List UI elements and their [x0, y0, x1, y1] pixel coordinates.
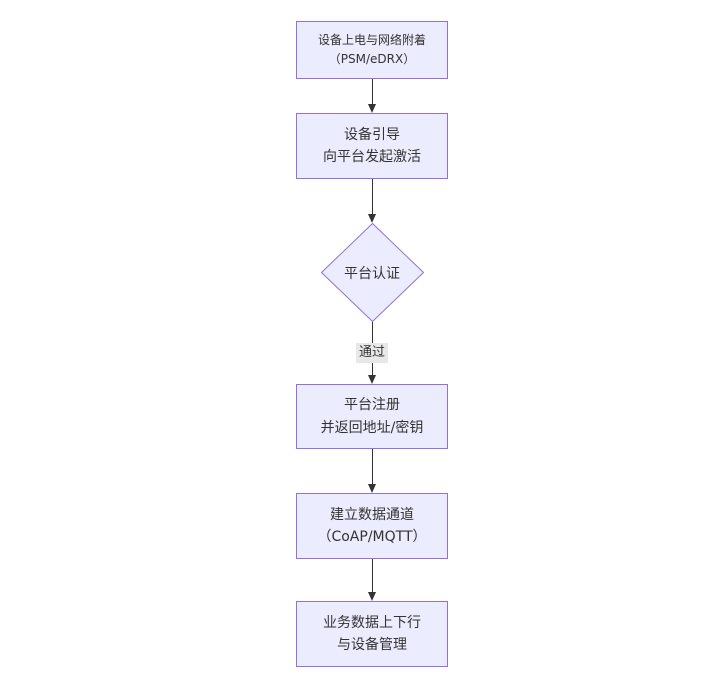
edge-arrow-a-b [367, 79, 377, 113]
edge-arrow-d-e [367, 449, 377, 493]
edge-line [371, 449, 373, 485]
node-label-line: （CoAP/MQTT） [317, 529, 427, 545]
node-label-line: 设备引导 [344, 126, 400, 143]
edge-line [371, 179, 373, 215]
edge-arrow-e-f [367, 559, 377, 601]
arrowhead-icon [368, 104, 376, 113]
edge-line [371, 79, 373, 105]
edge-line [371, 559, 373, 593]
node-label-line: 并返回地址/密钥 [320, 419, 424, 436]
diamond-shape [320, 223, 424, 322]
node-label-line: 与设备管理 [337, 637, 407, 653]
arrowhead-icon [368, 484, 376, 493]
node-device-power-network-attach: 设备上电与网络附着 （PSM/eDRX） [296, 21, 448, 79]
flowchart-column: 设备上电与网络附着 （PSM/eDRX） 设备引导 向平台发起激活 平台认证 通… [292, 21, 452, 667]
node-platform-authentication: 平台认证 [320, 223, 424, 322]
arrowhead-icon [368, 375, 376, 384]
edge-label-pass: 通过 [355, 343, 389, 364]
arrowhead-icon [368, 592, 376, 601]
node-label-line: 平台注册 [344, 397, 400, 414]
node-establish-data-channel: 建立数据通道 （CoAP/MQTT） [296, 493, 448, 559]
node-label-line: 设备上电与网络附着 [317, 33, 426, 48]
arrowhead-icon [368, 214, 376, 223]
node-business-data-device-management: 业务数据上下行 与设备管理 [296, 601, 448, 667]
node-label-line: 平台认证 [344, 265, 400, 282]
edge-arrow-b-c [367, 179, 377, 223]
node-label-line: （PSM/eDRX） [328, 52, 416, 66]
node-label-line: 向平台发起激活 [323, 149, 421, 165]
node-device-bootstrap-activate: 设备引导 向平台发起激活 [296, 113, 448, 179]
node-platform-register: 平台注册 并返回地址/密钥 [296, 384, 448, 449]
node-label-line: 业务数据上下行 [323, 614, 421, 631]
edge-arrow-c-d: 通过 [355, 322, 389, 384]
node-label-line: 建立数据通道 [330, 506, 414, 523]
